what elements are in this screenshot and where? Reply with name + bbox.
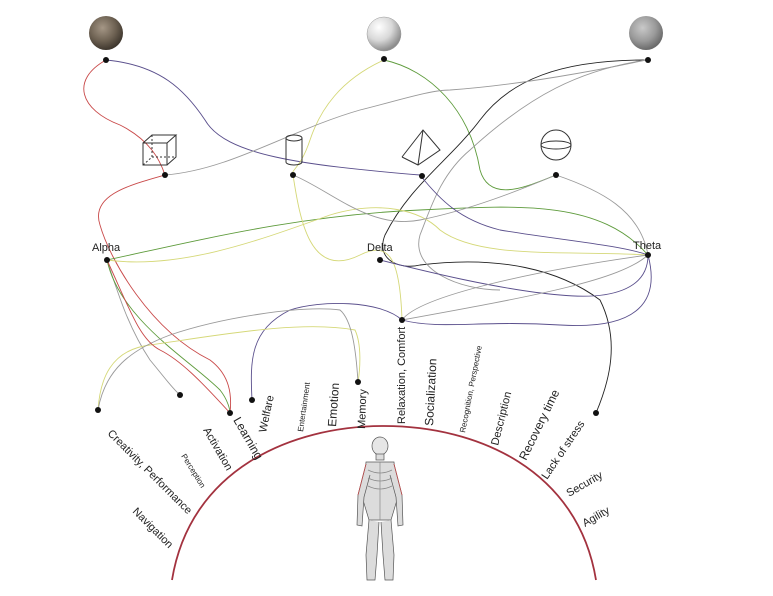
outcome-welfare: Welfare bbox=[257, 394, 277, 433]
outcome-stress: Lack of stress bbox=[540, 418, 588, 481]
node-dot bbox=[177, 392, 183, 398]
outcome-security: Security bbox=[565, 469, 606, 500]
base-arc bbox=[171, 425, 597, 581]
connection-link bbox=[250, 302, 403, 401]
connection-link bbox=[555, 174, 649, 256]
node-dots bbox=[95, 56, 651, 416]
node-dot bbox=[103, 57, 109, 63]
outcome-emotion: Emotion bbox=[325, 382, 342, 427]
cube-icon bbox=[142, 134, 178, 166]
node-dot bbox=[399, 317, 405, 323]
connection-link bbox=[106, 259, 181, 396]
material-spheres bbox=[89, 16, 663, 52]
outcome-agility: Agility bbox=[581, 504, 613, 529]
connection-link bbox=[418, 59, 647, 291]
node-dot bbox=[381, 56, 387, 62]
connection-link bbox=[106, 206, 649, 261]
node-dot bbox=[162, 172, 168, 178]
node-dot bbox=[553, 172, 559, 178]
connection-link bbox=[382, 59, 647, 414]
connection-link bbox=[98, 174, 231, 414]
connection-link bbox=[401, 254, 652, 326]
connection-link bbox=[106, 259, 231, 414]
connection-link bbox=[292, 59, 385, 176]
connection-link bbox=[379, 254, 649, 297]
outcome-relaxation: Relaxation, Comfort bbox=[396, 327, 408, 424]
gray-stone-sphere bbox=[629, 16, 663, 50]
node-dot bbox=[377, 257, 383, 263]
white-glossy-sphere bbox=[366, 16, 402, 52]
connection-link bbox=[164, 59, 647, 176]
human-anatomy-figure bbox=[356, 436, 404, 581]
cylinder-icon bbox=[285, 134, 303, 166]
connection-link bbox=[401, 254, 649, 321]
outcome-socialization: Socialization bbox=[422, 358, 440, 426]
outcome-creativity: Creativity, Performance bbox=[105, 428, 194, 517]
node-dot bbox=[645, 252, 651, 258]
node-dot bbox=[593, 410, 599, 416]
delta-label: Delta bbox=[367, 242, 394, 254]
node-dot bbox=[227, 410, 233, 416]
sphere-wireframe-icon bbox=[540, 129, 572, 161]
connection-link bbox=[292, 174, 557, 222]
node-dot bbox=[645, 57, 651, 63]
alpha-label: Alpha bbox=[92, 242, 121, 254]
node-dot bbox=[95, 407, 101, 413]
connection-link bbox=[419, 174, 649, 256]
node-dot bbox=[290, 172, 296, 178]
connection-links bbox=[83, 59, 652, 414]
node-dot bbox=[249, 397, 255, 403]
theta-label: Theta bbox=[633, 240, 662, 252]
connection-link bbox=[383, 59, 557, 191]
connection-link bbox=[97, 308, 359, 411]
wood-texture-sphere bbox=[89, 16, 123, 50]
connection-link bbox=[106, 207, 649, 263]
node-dot bbox=[355, 379, 361, 385]
connection-link bbox=[83, 59, 166, 176]
outcome-description: Description bbox=[489, 390, 514, 446]
node-dot bbox=[419, 173, 425, 179]
connection-link bbox=[106, 259, 231, 414]
outcome-activation: Activation bbox=[200, 426, 234, 473]
outcome-perception: Perception bbox=[179, 452, 207, 489]
outcome-entertainment: Entertainment bbox=[296, 381, 312, 432]
outcome-memory: Memory bbox=[356, 388, 369, 429]
pyramid-icon bbox=[401, 129, 441, 166]
outcome-navigation: Navigation bbox=[130, 506, 175, 551]
outcome-recognition: Recognition, Perspective bbox=[458, 344, 484, 433]
node-dot bbox=[104, 257, 110, 263]
connection-link bbox=[97, 326, 361, 411]
connection-link bbox=[292, 174, 403, 321]
connection-link bbox=[105, 59, 421, 176]
connection-link bbox=[401, 254, 649, 321]
